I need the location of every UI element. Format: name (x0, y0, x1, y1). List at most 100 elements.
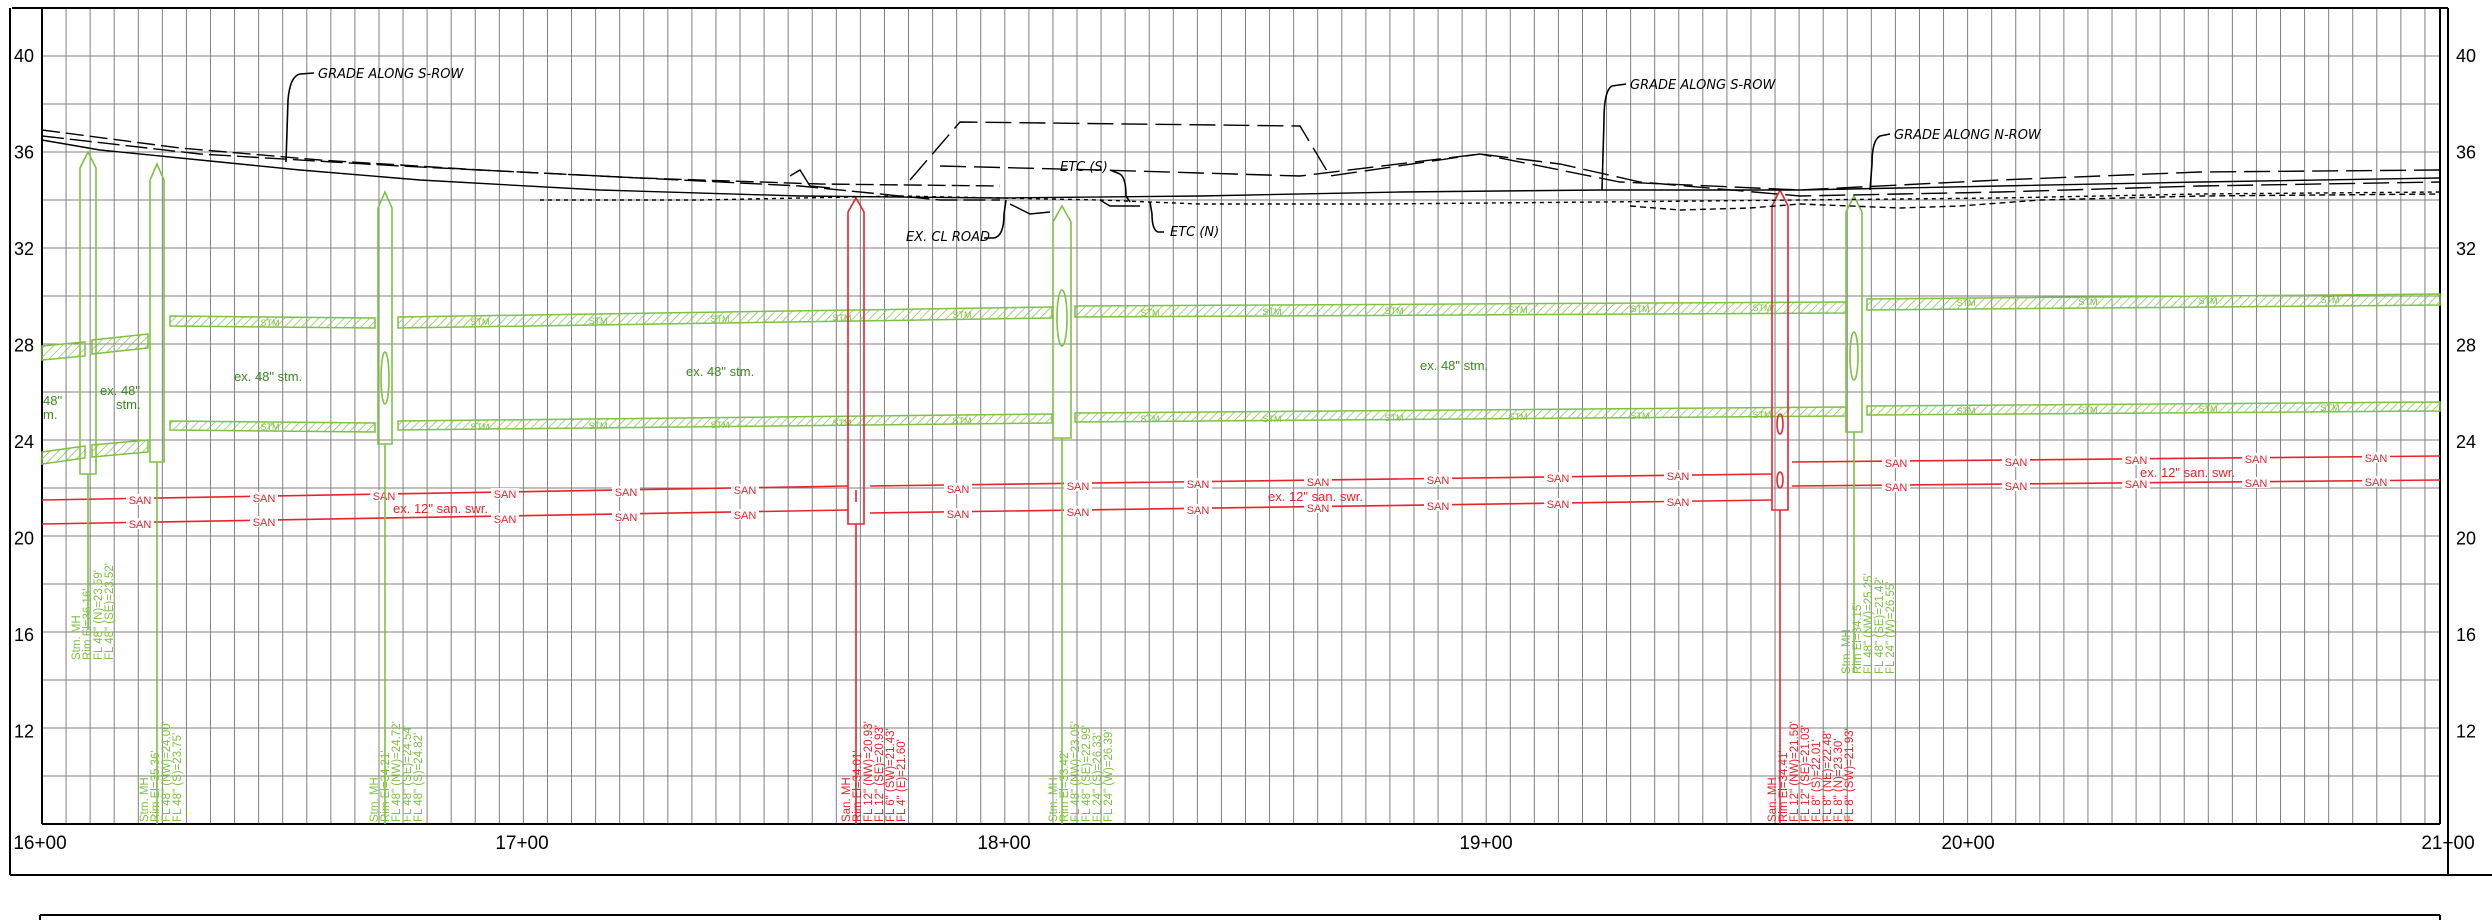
station-label: 19+00 (1459, 833, 1512, 854)
pipe-tag-bg (731, 509, 759, 520)
elevation-label: 20 (2456, 529, 2476, 549)
pipe-tag-bg (1184, 504, 1212, 515)
pipe-tag-bg (2002, 456, 2030, 467)
storm-pipe-upper-b (169, 315, 376, 329)
san-tag: SAN (1885, 458, 1908, 470)
elevation-label: 28 (14, 336, 34, 356)
pipe-tag-bg (1064, 506, 1092, 517)
label-etc-n: ETC (N) (1170, 225, 1219, 240)
pipe-tag-bg (1664, 470, 1692, 481)
storm-pipe-upper-a (91, 333, 149, 355)
grade-etc-dash (540, 191, 2441, 205)
station-label: 21+00 (2421, 833, 2474, 854)
san-tag: SAN (1547, 499, 1570, 511)
label-storm-pipe-2: ex. 48" stm. (686, 364, 754, 379)
san-tag: SAN (947, 509, 970, 521)
stm-tag: STM (1385, 306, 1404, 316)
structure-callout-line: Stm. MH (71, 615, 83, 660)
storm-manhole-5 (1845, 194, 1863, 672)
structure-callout-line: San. MH (1767, 777, 1779, 822)
elevation-label: 36 (14, 143, 34, 163)
pipe-tag-bg (2242, 453, 2270, 464)
manholes (79, 150, 1863, 824)
pipe-tag-bg (1184, 478, 1212, 489)
sanitary-manhole-1 (847, 196, 865, 824)
stm-tag: STM (2079, 297, 2098, 307)
structure-callout-line: FL 8" (N)=23.30' (1833, 738, 1845, 822)
san-tag: SAN (494, 489, 517, 501)
stm-tag: STM (711, 314, 730, 324)
structure-callout-line: FL 48" (NW)=23.05' (1070, 721, 1082, 822)
san-tag: SAN (2245, 454, 2268, 466)
stm-tag: STM (1263, 307, 1282, 317)
storm-pipe-upper-e (1866, 293, 2441, 311)
pipe-tag-bg (370, 490, 398, 501)
structure-callout-line: FL 24" (W)=26.55' (1885, 582, 1897, 674)
pipe-tag-bg (731, 484, 759, 495)
existing-ground-line (41, 139, 2441, 199)
structure-callout-line: FL 24" (S)=26.33' (1092, 733, 1104, 822)
sanitary-line-upper-west (41, 485, 849, 501)
stm-tag: STM (471, 422, 490, 432)
stm-tag: STM (1263, 414, 1282, 424)
san-tag: SAN (2365, 477, 2388, 489)
label-ex-cl-road: EX. CL ROAD (906, 230, 990, 245)
pipe-tag-bg (1424, 474, 1452, 485)
structure-callout-line: Rim El=34.21' (380, 750, 392, 822)
grade-steps (789, 169, 1140, 215)
grade-leaders (285, 72, 1891, 239)
label-storm-pipe-edge-2: m. (43, 407, 57, 422)
storm-manhole-2 (149, 162, 165, 824)
pipe-tag-bg (944, 483, 972, 494)
grade-lines (41, 121, 2441, 215)
label-storm-pipe-left: ex. 48" (100, 383, 140, 398)
structure-callout-line: FL 48" (SE)=23.52' (104, 563, 116, 660)
structure-callout-line: FL 8" (S)=22.01' (1811, 739, 1823, 822)
structure-callout-line: FL 12" (NW)=21.50' (1789, 721, 1801, 822)
label-grade-s-row-1: GRADE ALONG S-ROW (318, 67, 464, 82)
structure-callout-line: FL 12" (SE)=21.03' (1800, 725, 1812, 822)
pipe-tag-bg (1544, 472, 1572, 483)
structure-callout-line: Rim El=34.01' (852, 750, 864, 822)
storm-pipe-lower-e (1866, 401, 2441, 416)
storm-pipe-lower-d (1074, 406, 1847, 423)
pipe-tag-bg (2362, 476, 2390, 487)
san-tag: SAN (734, 485, 757, 497)
label-storm-pipe-3: ex. 48" stm. (1420, 358, 1488, 373)
structure-callout-line: FL 48" (SE)=24.54' (402, 725, 414, 822)
station-label: 18+00 (977, 833, 1030, 854)
san-tag: SAN (2125, 455, 2148, 467)
structure-callout-line: FL 48" (NW)=24.72' (391, 721, 403, 822)
structure-callout-line: FL 48" (S)=23.75' (172, 733, 184, 822)
label-sanitary-pipe-3: ex. 12" san. swr. (2140, 465, 2235, 480)
elevation-label: 40 (2456, 46, 2476, 66)
label-storm-pipe-left-2: stm. (116, 397, 141, 412)
san-tag: SAN (2125, 479, 2148, 491)
elevation-label: 28 (2456, 336, 2476, 356)
san-tag: SAN (1427, 475, 1450, 487)
pipe-tags: SAN SAN SAN SAN SAN SAN SAN SAN SAN SAN SAN SAN SAN S… (126, 295, 2390, 531)
elevation-label: 20 (14, 529, 34, 549)
pipe-tag-bg (1304, 502, 1332, 513)
san-tag: SAN (1067, 507, 1090, 519)
storm-pipe-lower-b (169, 420, 376, 433)
elevation-label: 24 (2456, 432, 2476, 452)
structure-callout-line: FL 24" (W)=26.39' (1103, 730, 1115, 822)
structure-callout-line: FL 48" (N)=23.59' (93, 570, 105, 660)
elevation-label: 32 (14, 239, 34, 259)
station-label: 17+00 (495, 833, 548, 854)
san-tag: SAN (1187, 505, 1210, 517)
san-tag: SAN (1427, 501, 1450, 513)
grade-road-dash (909, 121, 2441, 191)
structure-callout-line: FL 48" (NW)=24.00' (161, 721, 173, 822)
storm-pipes (41, 293, 2441, 465)
san-tag: SAN (494, 514, 517, 526)
elevation-label: 32 (2456, 239, 2476, 259)
stm-tag: STM (589, 316, 608, 326)
